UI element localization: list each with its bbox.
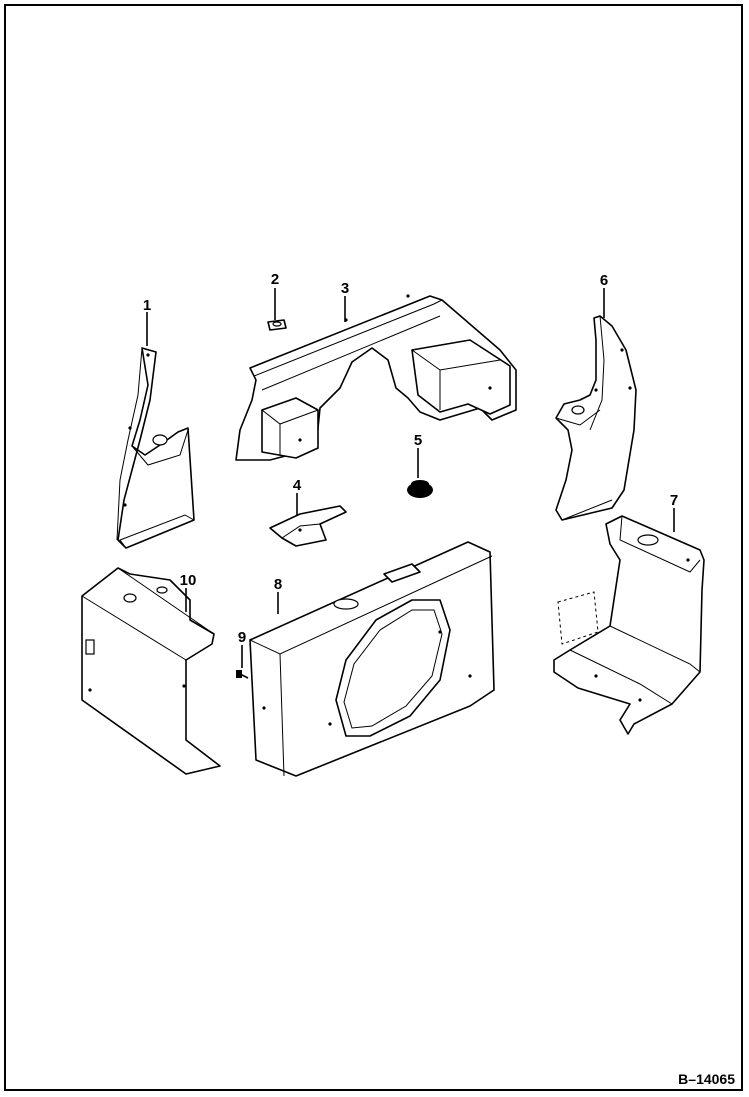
- part-7-lower-right-shroud: [553, 515, 705, 735]
- callout-10: 10: [180, 572, 197, 589]
- callout-6: 6: [600, 272, 608, 289]
- callout-7: 7: [670, 492, 678, 509]
- callout-9: 9: [238, 629, 246, 646]
- part-3-top-shroud: [235, 294, 517, 461]
- callout-1: 1: [143, 297, 151, 314]
- callout-8: 8: [274, 576, 282, 593]
- part-8-fan-shroud: [249, 541, 495, 777]
- callout-2: 2: [271, 271, 279, 288]
- figure-id-label: B–14065: [678, 1071, 735, 1087]
- callout-3: 3: [341, 280, 349, 297]
- part-2-nut: [267, 319, 287, 331]
- callout-4: 4: [293, 477, 302, 494]
- part-9-screw: [236, 670, 249, 679]
- part-1-left-baffle: [116, 347, 195, 549]
- part-4-bracket: [269, 505, 347, 547]
- part-6-right-baffle: [555, 315, 637, 521]
- part-5-plug: [407, 480, 433, 498]
- part-10-lower-left-shroud: [81, 567, 221, 775]
- callout-5: 5: [414, 432, 422, 449]
